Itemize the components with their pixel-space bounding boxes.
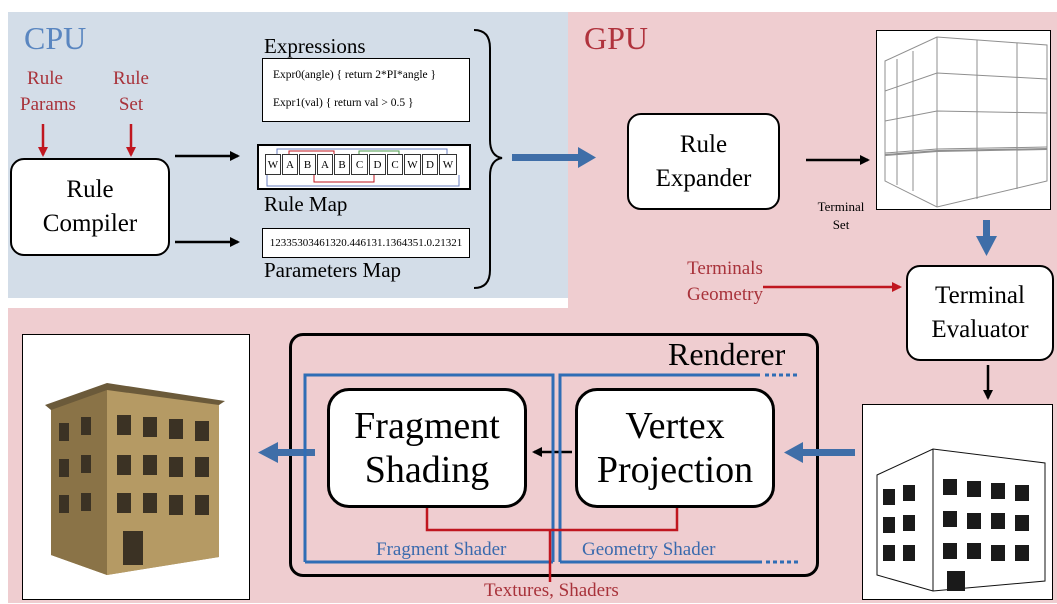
rule-map-cell: A bbox=[282, 154, 298, 175]
textures-connector bbox=[425, 500, 679, 582]
rule-map-cell: C bbox=[351, 154, 368, 175]
rendered-building-icon bbox=[45, 383, 225, 575]
fragment-shader-bracket bbox=[303, 373, 555, 562]
output-render-image bbox=[22, 334, 250, 600]
wireframe-building-icon bbox=[884, 36, 1048, 208]
rule-map-cell: W bbox=[439, 154, 457, 175]
cpu-title: CPU bbox=[24, 20, 87, 56]
rule-map-cell: A bbox=[317, 154, 333, 175]
geometry-shader-label: Geometry Shader bbox=[582, 539, 716, 560]
gpu-title: GPU bbox=[584, 20, 649, 56]
cpu-to-gpu-arrow bbox=[512, 147, 596, 168]
expr0-text: Expr0(angle) { return 2*PI*angle } bbox=[273, 69, 437, 81]
rule-map-cell: W bbox=[265, 154, 281, 175]
params-panel: 12335303461320.446131.1364351.0.21321 bbox=[262, 228, 470, 258]
parameters-map-label: Parameters Map bbox=[264, 258, 402, 282]
textures-shaders-label: Textures, Shaders bbox=[484, 580, 619, 601]
rule-map-panel: W A B A B C D C W D W bbox=[257, 144, 471, 190]
terminal-to-evaluator-arrow bbox=[976, 220, 997, 256]
rule-map-cell: B bbox=[299, 154, 316, 175]
terminal-set-image bbox=[876, 30, 1051, 210]
rule-map-links bbox=[266, 148, 460, 187]
geometry-shader-bracket bbox=[558, 373, 760, 562]
renderer-to-output-arrow bbox=[258, 442, 315, 463]
evaluated-model-image bbox=[862, 404, 1053, 600]
rule-map-label: Rule Map bbox=[264, 192, 348, 216]
fragment-shader-label: Fragment Shader bbox=[376, 539, 507, 560]
brace bbox=[473, 29, 503, 289]
expressions-panel: Expr0(angle) { return 2*PI*angle } Expr1… bbox=[262, 58, 470, 122]
expressions-heading: Expressions bbox=[264, 34, 366, 58]
rule-map-cell: W bbox=[404, 154, 421, 175]
renderer-title: Renderer bbox=[668, 336, 786, 372]
rule-map-cell: C bbox=[387, 154, 403, 175]
rule-map-cell: D bbox=[369, 154, 386, 175]
rule-map-cell: D bbox=[422, 154, 438, 175]
building-sketch-icon bbox=[876, 448, 1046, 592]
rule-map-cell: B bbox=[334, 154, 350, 175]
model-to-renderer-arrow bbox=[784, 442, 855, 463]
expr1-text: Expr1(val) { return val > 0.5 } bbox=[273, 97, 414, 109]
